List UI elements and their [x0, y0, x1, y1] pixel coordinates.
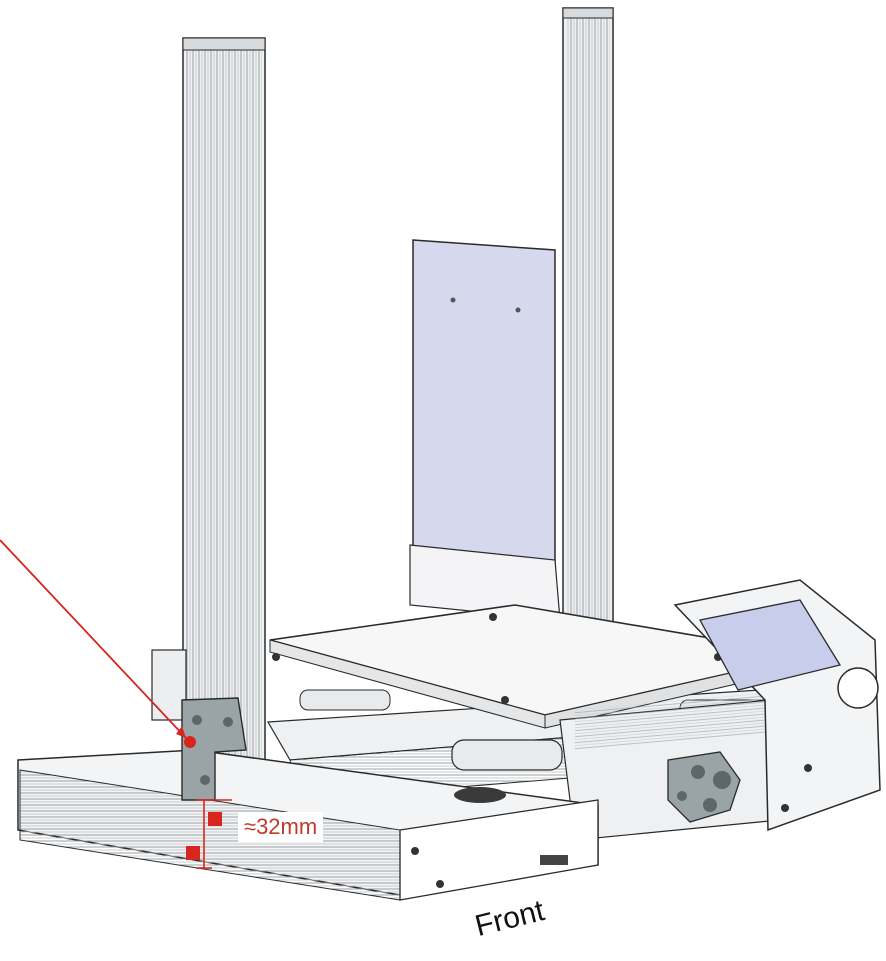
screw-icon	[781, 804, 789, 812]
screw-icon	[272, 653, 280, 661]
left-corner-bracket	[181, 697, 247, 801]
motor-housing	[151, 649, 187, 721]
screw-icon	[515, 307, 521, 313]
knob-icon	[837, 667, 879, 709]
leader-arrow	[0, 539, 187, 739]
lcd-screen	[699, 599, 842, 691]
back-panel	[409, 239, 561, 621]
left-vertical-extrusion	[182, 37, 266, 799]
highlighted-screw-icon	[184, 736, 196, 748]
dimension-marker	[186, 799, 232, 869]
screw-icon	[411, 847, 419, 855]
corner-bracket-icon	[667, 751, 741, 823]
right-vertical-extrusion	[562, 7, 614, 629]
screw-icon	[489, 613, 497, 621]
label-plate	[540, 855, 568, 865]
control-box	[673, 579, 881, 832]
dimension-label: ≈32mm	[238, 812, 324, 842]
screw-icon	[501, 696, 509, 704]
t-nut-icon	[208, 812, 222, 826]
screw-icon	[450, 297, 456, 303]
fan-grill	[454, 787, 506, 803]
screw-icon	[436, 880, 444, 888]
screw-icon	[804, 764, 812, 772]
t-nut-icon	[186, 846, 200, 860]
